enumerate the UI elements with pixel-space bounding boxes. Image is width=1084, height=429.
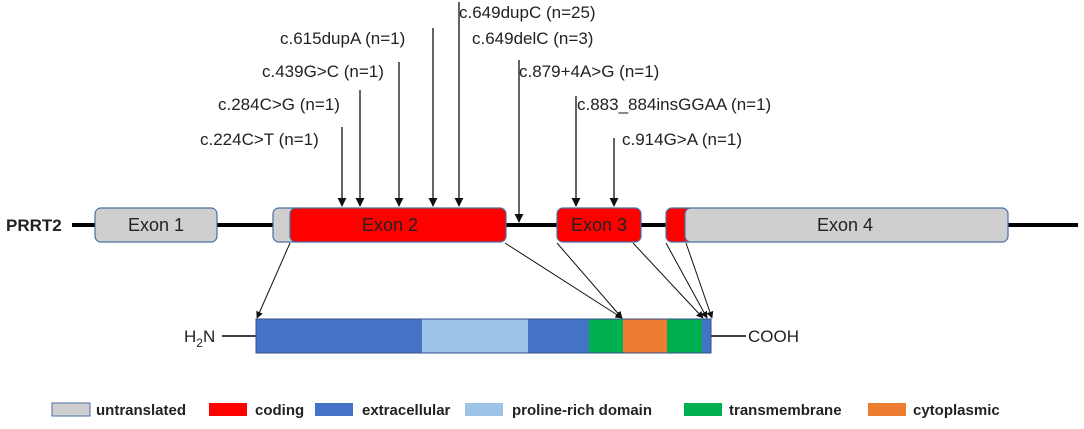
legend-swatch-coding bbox=[209, 403, 247, 416]
exon-4-utr bbox=[684, 207, 1009, 243]
variant-label-c914: c.914G>A (n=1) bbox=[622, 130, 742, 149]
protein-outline bbox=[255, 318, 712, 354]
legend-label-cytoplasmic: cytoplasmic bbox=[913, 402, 1000, 419]
mapping-line-exon2-end bbox=[504, 242, 623, 319]
legend: untranslated coding extracellular prolin… bbox=[51, 402, 1000, 419]
exon-3-label: Exon 3 bbox=[571, 215, 627, 235]
variant-label-c883: c.883_884insGGAA (n=1) bbox=[577, 95, 771, 114]
legend-label-transmembrane: transmembrane bbox=[729, 402, 842, 419]
mapping-line-exon4-end bbox=[685, 242, 714, 319]
legend-swatch-extracellular bbox=[315, 403, 353, 416]
mapping-line-exon4-start bbox=[665, 242, 708, 319]
protein-extracellular-1 bbox=[256, 319, 422, 353]
variant-label-c284: c.284C>G (n=1) bbox=[218, 95, 340, 114]
protein-transmembrane-1 bbox=[589, 319, 623, 353]
exon-1-box bbox=[94, 207, 218, 243]
gene-name: PRRT2 bbox=[6, 216, 62, 235]
exon-4-label: Exon 4 bbox=[817, 215, 873, 235]
variant-label-c439: c.439G>C (n=1) bbox=[262, 62, 384, 81]
protein-n-terminus-label: H2N bbox=[184, 327, 215, 350]
exon-2-label: Exon 2 bbox=[362, 215, 418, 235]
exon-2-coding bbox=[289, 207, 507, 243]
mapping-line-exon3-start bbox=[556, 242, 623, 319]
legend-label-proline-rich: proline-rich domain bbox=[512, 402, 652, 419]
legend-label-untranslated: untranslated bbox=[96, 402, 186, 419]
variant-label-c649dupC: c.649dupC (n=25) bbox=[459, 3, 596, 22]
protein-c-terminus-label: COOH bbox=[748, 327, 799, 346]
protein-transmembrane-2 bbox=[667, 319, 702, 353]
variant-label-c224: c.224C>T (n=1) bbox=[200, 130, 319, 149]
legend-swatch-proline-rich bbox=[465, 403, 503, 416]
exon-1-label: Exon 1 bbox=[128, 215, 184, 235]
mapping-line-exon2-start bbox=[256, 242, 291, 319]
legend-label-coding: coding bbox=[255, 402, 304, 419]
mapping-line-exon3-end bbox=[632, 242, 704, 319]
protein-extracellular-3 bbox=[702, 319, 711, 353]
legend-swatch-untranslated bbox=[51, 402, 91, 417]
protein-cytoplasmic bbox=[623, 319, 667, 353]
variant-label-c879: c.879+4A>G (n=1) bbox=[519, 62, 659, 81]
protein-extracellular-2 bbox=[528, 319, 589, 353]
legend-swatch-cytoplasmic bbox=[868, 403, 906, 416]
legend-swatch-transmembrane bbox=[684, 403, 722, 416]
variant-label-c615: c.615dupA (n=1) bbox=[280, 29, 405, 48]
legend-label-extracellular: extracellular bbox=[362, 402, 451, 419]
exon-3-coding bbox=[556, 207, 642, 243]
protein-proline-rich-domain bbox=[422, 319, 528, 353]
variant-label-c649delC: c.649delC (n=3) bbox=[472, 29, 593, 48]
